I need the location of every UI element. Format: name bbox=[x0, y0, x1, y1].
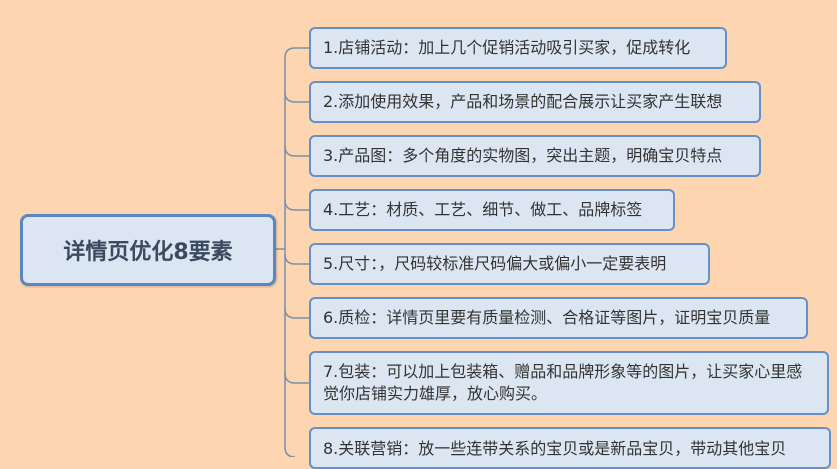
connector-lines bbox=[273, 47, 309, 457]
branch-node-6[interactable]: 6.质检：详情页里要有质量检测、合格证等图片，证明宝贝质量 bbox=[309, 297, 808, 339]
branch-label: 2.添加使用效果，产品和场景的配合展示让买家产生联想 bbox=[323, 92, 723, 111]
central-topic[interactable]: 详情页优化8要素 bbox=[20, 214, 276, 286]
branch-node-8[interactable]: 8.关联营销：放一些连带关系的宝贝或是新品宝贝，带动其他宝贝 bbox=[309, 427, 831, 469]
branch-label: 5.尺寸：，尺码较标准尺码偏大或偏小一定要表明 bbox=[323, 254, 667, 273]
branch-label: 4.工艺：材质、工艺、细节、做工、品牌标签 bbox=[323, 200, 643, 219]
branch-node-2[interactable]: 2.添加使用效果，产品和场景的配合展示让买家产生联想 bbox=[309, 81, 761, 123]
branch-label: 6.质检：详情页里要有质量检测、合格证等图片，证明宝贝质量 bbox=[323, 308, 771, 327]
branch-node-3[interactable]: 3.产品图：多个角度的实物图，突出主题，明确宝贝特点 bbox=[309, 135, 761, 177]
branch-node-1[interactable]: 1.店铺活动：加上几个促销活动吸引买家，促成转化 bbox=[309, 27, 727, 69]
central-topic-label: 详情页优化8要素 bbox=[63, 240, 233, 265]
branch-label: 1.店铺活动：加上几个促销活动吸引买家，促成转化 bbox=[323, 38, 691, 57]
branch-node-4[interactable]: 4.工艺：材质、工艺、细节、做工、品牌标签 bbox=[309, 189, 675, 231]
branch-node-5[interactable]: 5.尺寸：，尺码较标准尺码偏大或偏小一定要表明 bbox=[309, 243, 710, 285]
branch-label: 8.关联营销：放一些连带关系的宝贝或是新品宝贝，带动其他宝贝 bbox=[323, 439, 787, 458]
branch-label: 3.产品图：多个角度的实物图，突出主题，明确宝贝特点 bbox=[323, 146, 723, 165]
branch-node-7[interactable]: 7.包装：可以加上包装箱、赠品和品牌形象等的图片，让买家心里感觉你店铺实力雄厚，… bbox=[309, 351, 829, 415]
branch-label: 7.包装：可以加上包装箱、赠品和品牌形象等的图片，让买家心里感觉你店铺实力雄厚，… bbox=[323, 362, 803, 403]
